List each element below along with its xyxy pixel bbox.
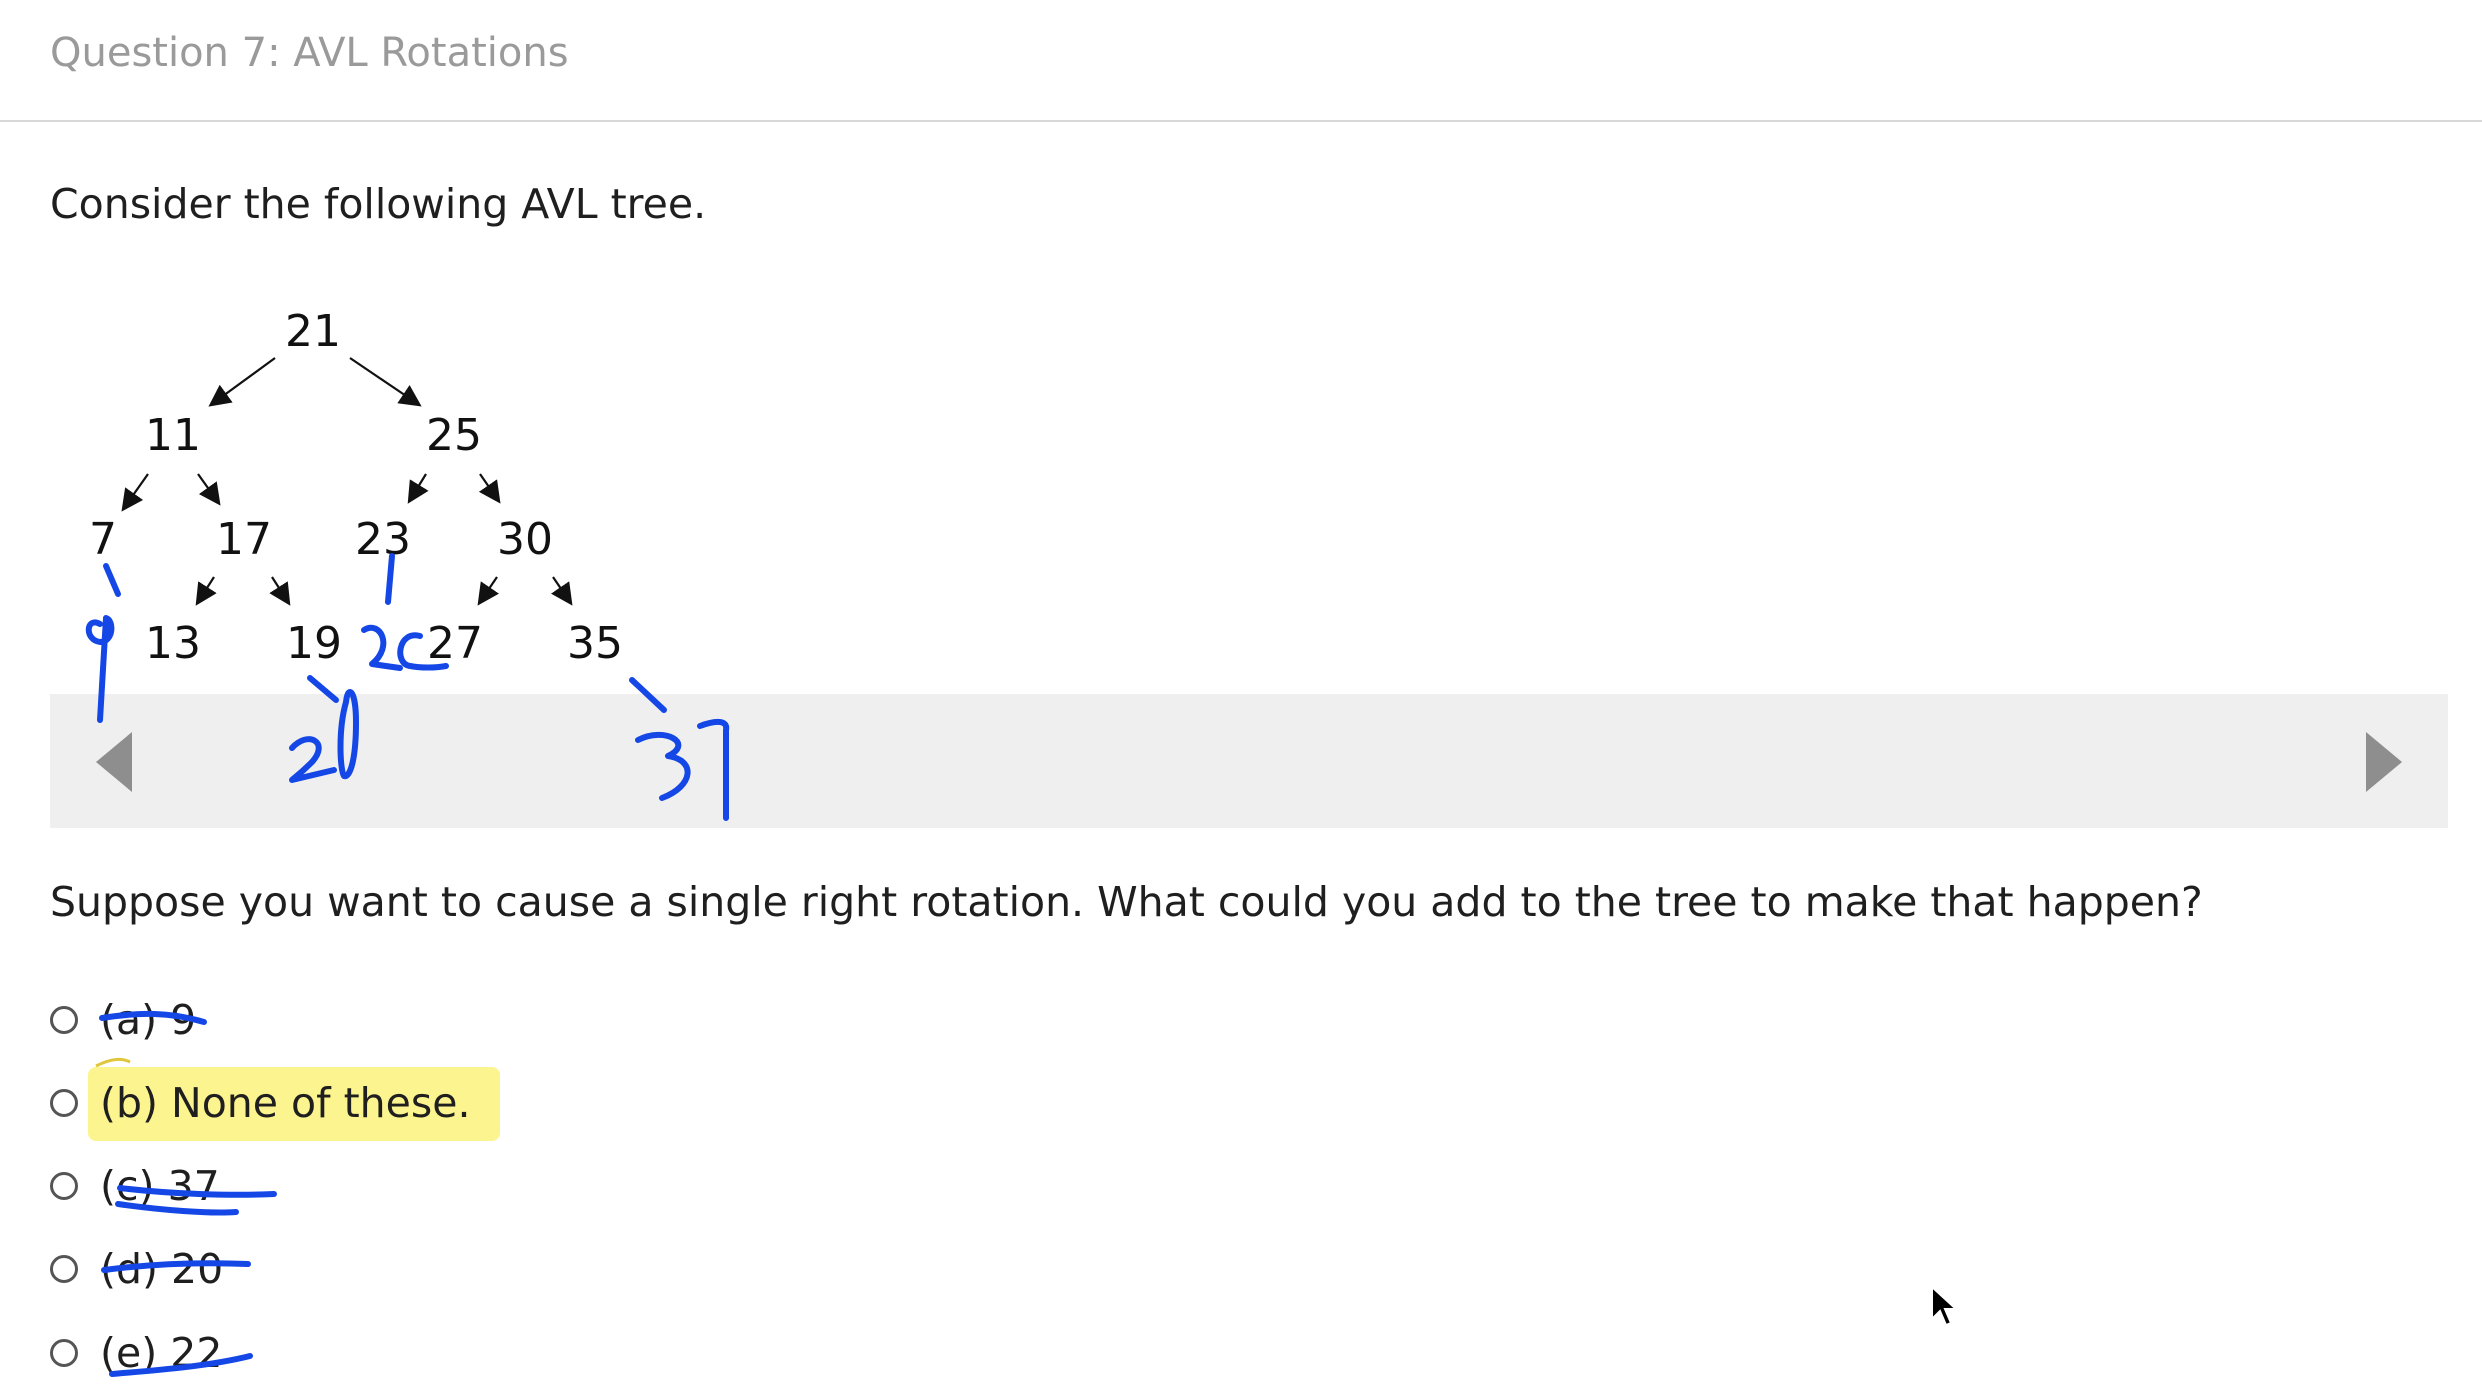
option-d[interactable]: (d) 20: [50, 1239, 223, 1299]
edge-25-30: [478, 473, 501, 504]
highlighter-mark: [88, 1067, 500, 1141]
option-label: (e) 22: [100, 1329, 223, 1377]
edge-21-25: [349, 357, 422, 407]
edge-11-17: [197, 473, 221, 506]
option-label: (a) 9: [100, 996, 197, 1044]
edge-21-11: [208, 357, 276, 407]
avl-tree-diagram: 21 11 25 7 17 23 30 13 19 27 35: [0, 280, 900, 700]
option-c[interactable]: (c) 37: [50, 1156, 220, 1216]
tree-node-17: 17: [216, 514, 272, 565]
tree-node-19: 19: [286, 618, 342, 669]
edge-17-19: [269, 576, 291, 606]
option-label: (c) 37: [100, 1162, 220, 1210]
radio-button[interactable]: [50, 1339, 78, 1367]
radio-button[interactable]: [50, 1255, 78, 1283]
option-a[interactable]: (a) 9: [50, 990, 196, 1050]
question-prompt: Suppose you want to cause a single right…: [50, 878, 2203, 926]
option-label: (d) 20: [100, 1245, 224, 1293]
tree-node-23: 23: [355, 514, 411, 565]
tree-node-25: 25: [426, 410, 482, 461]
option-e[interactable]: (e) 22: [50, 1323, 222, 1383]
question-header: Question 7: AVL Rotations: [0, 0, 2482, 122]
radio-button[interactable]: [50, 1089, 78, 1117]
option-label: (b) None of these.: [100, 1079, 471, 1127]
edge-11-7: [121, 473, 149, 512]
highlight-edge: [95, 1057, 131, 1068]
tree-node-11: 11: [145, 410, 201, 461]
mouse-cursor-icon: [1931, 1285, 1958, 1327]
tree-node-13: 13: [145, 618, 201, 669]
tree-edges: [121, 357, 573, 606]
tree-node-27: 27: [427, 618, 483, 669]
question-title: Question 7: AVL Rotations: [50, 30, 569, 76]
edge-17-13: [195, 576, 217, 606]
tree-node-root: 21: [285, 306, 341, 357]
tree-node-35: 35: [567, 618, 623, 669]
edge-30-35: [551, 576, 573, 606]
tree-node-7: 7: [89, 514, 117, 565]
carousel-nav-bar: [50, 694, 2448, 828]
option-b[interactable]: (b) None of these.: [50, 1067, 500, 1141]
tree-node-30: 30: [497, 514, 553, 565]
triangle-right-icon[interactable]: [2348, 732, 2408, 792]
radio-button[interactable]: [50, 1172, 78, 1200]
edge-25-23: [407, 473, 429, 504]
triangle-left-icon[interactable]: [90, 732, 150, 792]
radio-button[interactable]: [50, 1006, 78, 1034]
edge-30-27: [477, 576, 499, 606]
intro-text: Consider the following AVL tree.: [50, 180, 707, 228]
